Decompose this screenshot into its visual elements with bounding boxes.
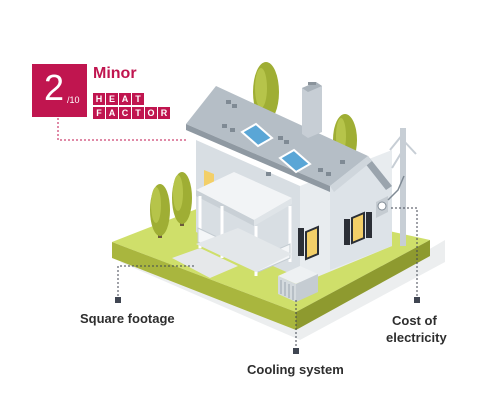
factor-letter: A: [106, 107, 118, 119]
ground-side-right: [296, 240, 430, 330]
roof-gable-edge: [330, 156, 372, 192]
roof-edge: [186, 124, 330, 192]
tree-left-1: [150, 184, 170, 238]
porch-roof-edge: [196, 190, 254, 226]
marker-cost-of-electricity: [414, 297, 420, 303]
score-value: 2: [44, 67, 65, 108]
leader-square-footage: [117, 265, 196, 300]
factor-letter: R: [158, 107, 170, 119]
window-right-2: [351, 211, 365, 245]
score-denominator: /10: [67, 95, 80, 105]
skylight-2: [278, 148, 312, 174]
roof-main: [186, 86, 368, 186]
severity-level: Minor: [93, 65, 137, 82]
heat-letter: E: [106, 93, 118, 105]
ground-side-left: [112, 242, 296, 330]
shutter-1: [298, 228, 304, 256]
label-cooling-system: Cooling system: [247, 362, 344, 377]
porch-roof-side: [254, 198, 292, 226]
shutter-2: [344, 219, 350, 245]
factor-letter: O: [145, 107, 157, 119]
chimney: [302, 82, 322, 138]
porch-floor: [196, 228, 292, 272]
label-cost-line1: Cost of: [392, 313, 437, 328]
window-right-1: [305, 225, 319, 261]
heat-letter: A: [119, 93, 131, 105]
porch-roof: [196, 172, 292, 220]
heat-letter: T: [132, 93, 144, 105]
tree-left-2: [172, 172, 192, 226]
label-cost-line2: electricity: [386, 330, 447, 345]
roof-right: [364, 156, 392, 190]
heat-letter: H: [93, 93, 105, 105]
factor-letter: T: [132, 107, 144, 119]
marker-square-footage: [115, 297, 121, 303]
walkway: [172, 248, 238, 278]
score-box: [32, 64, 87, 117]
electric-meter: [376, 175, 405, 218]
shutter-3: [366, 212, 372, 238]
factor-letter: F: [93, 107, 105, 119]
roof-shingles: [222, 100, 345, 176]
utility-pole: [389, 128, 417, 246]
ac-unit: [278, 266, 318, 302]
factor-letter: C: [119, 107, 131, 119]
marker-cooling-system: [293, 348, 299, 354]
skylight-1: [240, 122, 274, 148]
leader-cost-of-electricity: [390, 207, 418, 300]
leader-heat-factor: [57, 118, 188, 141]
label-square-footage: Square footage: [80, 311, 175, 326]
